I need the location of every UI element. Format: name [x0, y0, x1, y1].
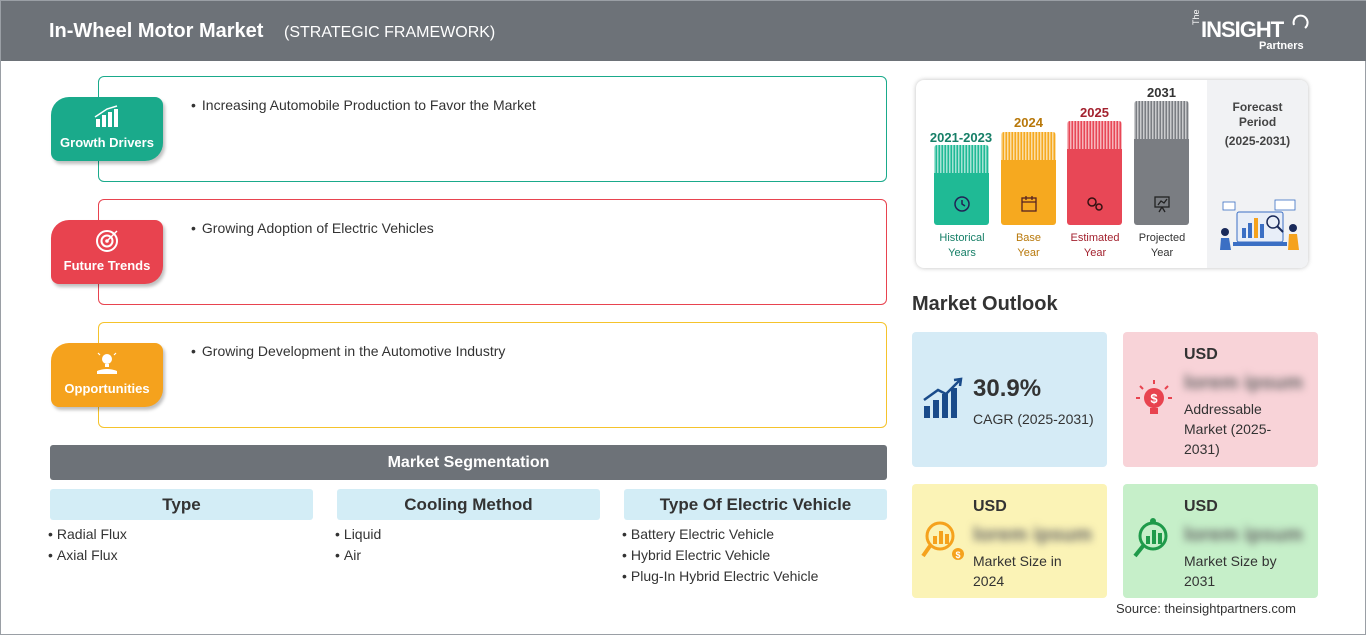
caption-projected: Projected Year	[1128, 231, 1196, 261]
calendar-icon	[1021, 196, 1037, 212]
market-outlook-title: Market Outlook	[912, 293, 1058, 315]
list-item: Hybrid Electric Vehicle	[622, 547, 818, 568]
cagr-value: 30.9%	[973, 375, 1042, 402]
bar-stripes	[1134, 101, 1189, 139]
bar-stripes	[934, 145, 989, 173]
segment-list-electric-vehicle: Battery Electric Vehicle Hybrid Electric…	[622, 526, 819, 589]
source-credit: Source: theinsightpartners.com	[1116, 601, 1296, 616]
size-2024-currency: USD	[973, 498, 1007, 515]
opportunities-box: Growing Development in the Automotive In…	[98, 322, 887, 428]
page-title: In-Wheel Motor Market	[49, 20, 264, 42]
caption-projected-line2: Year	[1150, 247, 1174, 259]
list-item: Radial Flux	[48, 526, 127, 547]
bar-stripes	[1001, 132, 1056, 160]
size-2031-label: Market Size by 2031	[1184, 553, 1277, 589]
caption-projected-line1: Projected	[1138, 232, 1186, 244]
list-item: Plug-In Hybrid Electric Vehicle	[622, 568, 819, 589]
growth-drivers-badge: Growth Drivers	[51, 97, 163, 161]
size-2031-currency: USD	[1184, 498, 1218, 515]
caption-estimated-line1: Estimated	[1070, 232, 1120, 244]
year-label-estimated: 2025	[1080, 105, 1109, 120]
segment-heading-type: Type	[50, 489, 313, 520]
year-label-projected: 2031	[1147, 85, 1176, 100]
svg-text:$: $	[955, 550, 960, 560]
market-size-2031-card: USD lorem ipsum Market Size by 2031	[1123, 484, 1318, 598]
size-2024-value-blurred: lorem ipsum	[973, 524, 1092, 546]
gears-icon	[1087, 197, 1103, 211]
caption-historical-line1: Historical	[939, 232, 985, 244]
cagr-card: 30.9% CAGR (2025-2031)	[912, 332, 1107, 467]
addressable-currency: USD	[1184, 346, 1218, 363]
logo-the: The	[1191, 9, 1201, 25]
growth-chart-icon	[923, 377, 963, 418]
caption-base: Base Year	[996, 231, 1061, 261]
segment-list-cooling-method: Liquid Air	[335, 526, 381, 568]
future-trends-label: Future Trends	[63, 258, 151, 273]
magnifier-chart-icon: $	[921, 521, 964, 560]
forecast-period-range: (2025-2031)	[1224, 134, 1291, 148]
logo-partners: Partners	[1259, 40, 1304, 52]
market-size-2024-card: $ USD lorem ipsum Market Size in 2024	[912, 484, 1107, 598]
caption-base-line2: Year	[1017, 247, 1040, 259]
bar-chart-growth-icon	[94, 105, 118, 127]
caption-historical: Historical Years	[926, 231, 998, 261]
svg-text:$: $	[1150, 391, 1158, 406]
timeline-card: 2021-2023 Historical Years 2024 Base Yea…	[916, 80, 1308, 268]
caption-base-line1: Base	[1015, 232, 1042, 244]
history-icon	[954, 196, 970, 212]
segment-heading-electric-vehicle: Type Of Electric Vehicle	[624, 489, 887, 520]
logo-swoosh-icon	[1292, 14, 1309, 29]
addressable-market-card: $ USD lorem ipsum Addressable Market (20…	[1123, 332, 1318, 467]
forecast-period-title: Forecast Period	[1232, 100, 1283, 129]
cagr-label: CAGR (2025-2031)	[973, 411, 1094, 427]
market-segmentation-title: Market Segmentation	[50, 445, 887, 480]
insight-partners-logo: The INSIGHT Partners	[1191, 9, 1311, 55]
estimated-bar	[1067, 121, 1122, 225]
addressable-label: Addressable Market (2025-2031)	[1184, 401, 1272, 457]
forecast-period-panel: Forecast Period (2025-2031)	[1207, 80, 1308, 268]
target-icon	[96, 230, 118, 252]
size-2031-value-blurred: lorem ipsum	[1184, 524, 1303, 546]
opportunities-text: Growing Development in the Automotive In…	[191, 343, 506, 359]
bar-stripes	[1067, 121, 1122, 149]
growth-drivers-label: Growth Drivers	[60, 135, 154, 150]
segment-list-type: Radial Flux Axial Flux	[48, 526, 127, 568]
caption-estimated-line2: Year	[1083, 247, 1107, 259]
presentation-icon	[1154, 196, 1170, 213]
caption-estimated: Estimated Year	[1060, 231, 1130, 261]
projected-bar	[1134, 101, 1189, 225]
addressable-value-blurred: lorem ipsum	[1184, 372, 1303, 394]
opportunities-badge: Opportunities	[51, 343, 163, 407]
year-label-historical: 2021-2023	[929, 130, 993, 145]
list-item: Liquid	[335, 526, 381, 547]
magnifier-chart-icon	[1133, 518, 1168, 558]
future-trends-box: Growing Adoption of Electric Vehicles	[98, 199, 887, 305]
size-2024-label: Market Size in 2024	[973, 553, 1062, 589]
historical-bar	[934, 145, 989, 225]
header-bar: In-Wheel Motor Market (STRATEGIC FRAMEWO…	[1, 1, 1366, 61]
base-bar	[1001, 132, 1056, 225]
growth-drivers-box: Increasing Automobile Production to Favo…	[98, 76, 887, 182]
list-item: Battery Electric Vehicle	[622, 526, 818, 547]
segment-heading-cooling-method: Cooling Method	[337, 489, 600, 520]
opportunities-label: Opportunities	[64, 381, 150, 396]
caption-historical-line2: Years	[948, 247, 976, 259]
future-trends-badge: Future Trends	[51, 220, 163, 284]
dollar-bulb-icon: $	[1136, 380, 1172, 414]
lightbulb-hand-icon	[97, 351, 117, 374]
list-item: Air	[335, 547, 381, 568]
logo-insight: INSIGHT	[1201, 17, 1284, 42]
future-trends-text: Growing Adoption of Electric Vehicles	[191, 220, 434, 236]
analysts-dashboard-icon	[1220, 199, 1299, 250]
page-subtitle: (STRATEGIC FRAMEWORK)	[284, 24, 496, 41]
list-item: Axial Flux	[48, 547, 127, 568]
growth-drivers-text: Increasing Automobile Production to Favo…	[191, 97, 536, 113]
year-label-base: 2024	[1014, 115, 1043, 130]
